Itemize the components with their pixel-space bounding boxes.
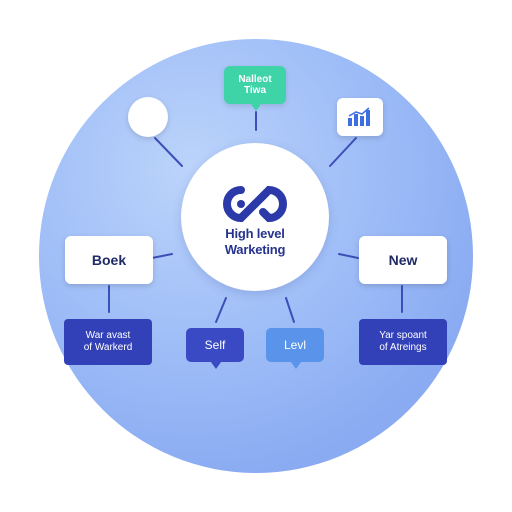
tag-self[interactable]: Self [186, 328, 244, 369]
tag-level-label: Levl [283, 338, 306, 352]
tag-self-label: Self [204, 338, 226, 352]
chart-tile[interactable] [337, 98, 383, 136]
connector-left [151, 253, 173, 259]
dark-right-line1: Yar spoant [379, 330, 427, 341]
top-bubble-line1: Nalleot [238, 74, 272, 85]
connector-topright [329, 137, 357, 167]
node-left-label: Boek [91, 252, 127, 268]
infinity-logo-icon [223, 185, 287, 223]
top-speech-bubble[interactable]: Nalleot Tiwa [224, 66, 286, 111]
bar-chart-icon [348, 107, 370, 126]
node-dark-right[interactable]: Yar spoant of Atreings [359, 319, 447, 365]
node-dark-left[interactable]: War avast of Warkerd [64, 319, 152, 365]
connector-right [338, 253, 359, 259]
node-left-box[interactable]: Boek [65, 236, 153, 284]
center-title-line2: Warketing [224, 242, 286, 257]
dark-left-line1: War avast [85, 330, 131, 341]
center-node[interactable]: High level Warketing [181, 143, 329, 291]
dark-left-line2: of Warkerd [83, 342, 133, 353]
connector-bottom-left [215, 297, 227, 323]
node-right-box[interactable]: New [359, 236, 447, 284]
node-right-label: New [388, 252, 418, 268]
dark-right-line2: of Atreings [379, 342, 427, 353]
center-title-line1: High level [225, 226, 285, 241]
blank-circle-node[interactable] [128, 97, 168, 137]
top-bubble-line2: Tiwa [243, 85, 267, 96]
connector-topleft [154, 137, 183, 167]
tag-level[interactable]: Levl [266, 328, 324, 369]
connector-bottom-right [285, 297, 295, 323]
